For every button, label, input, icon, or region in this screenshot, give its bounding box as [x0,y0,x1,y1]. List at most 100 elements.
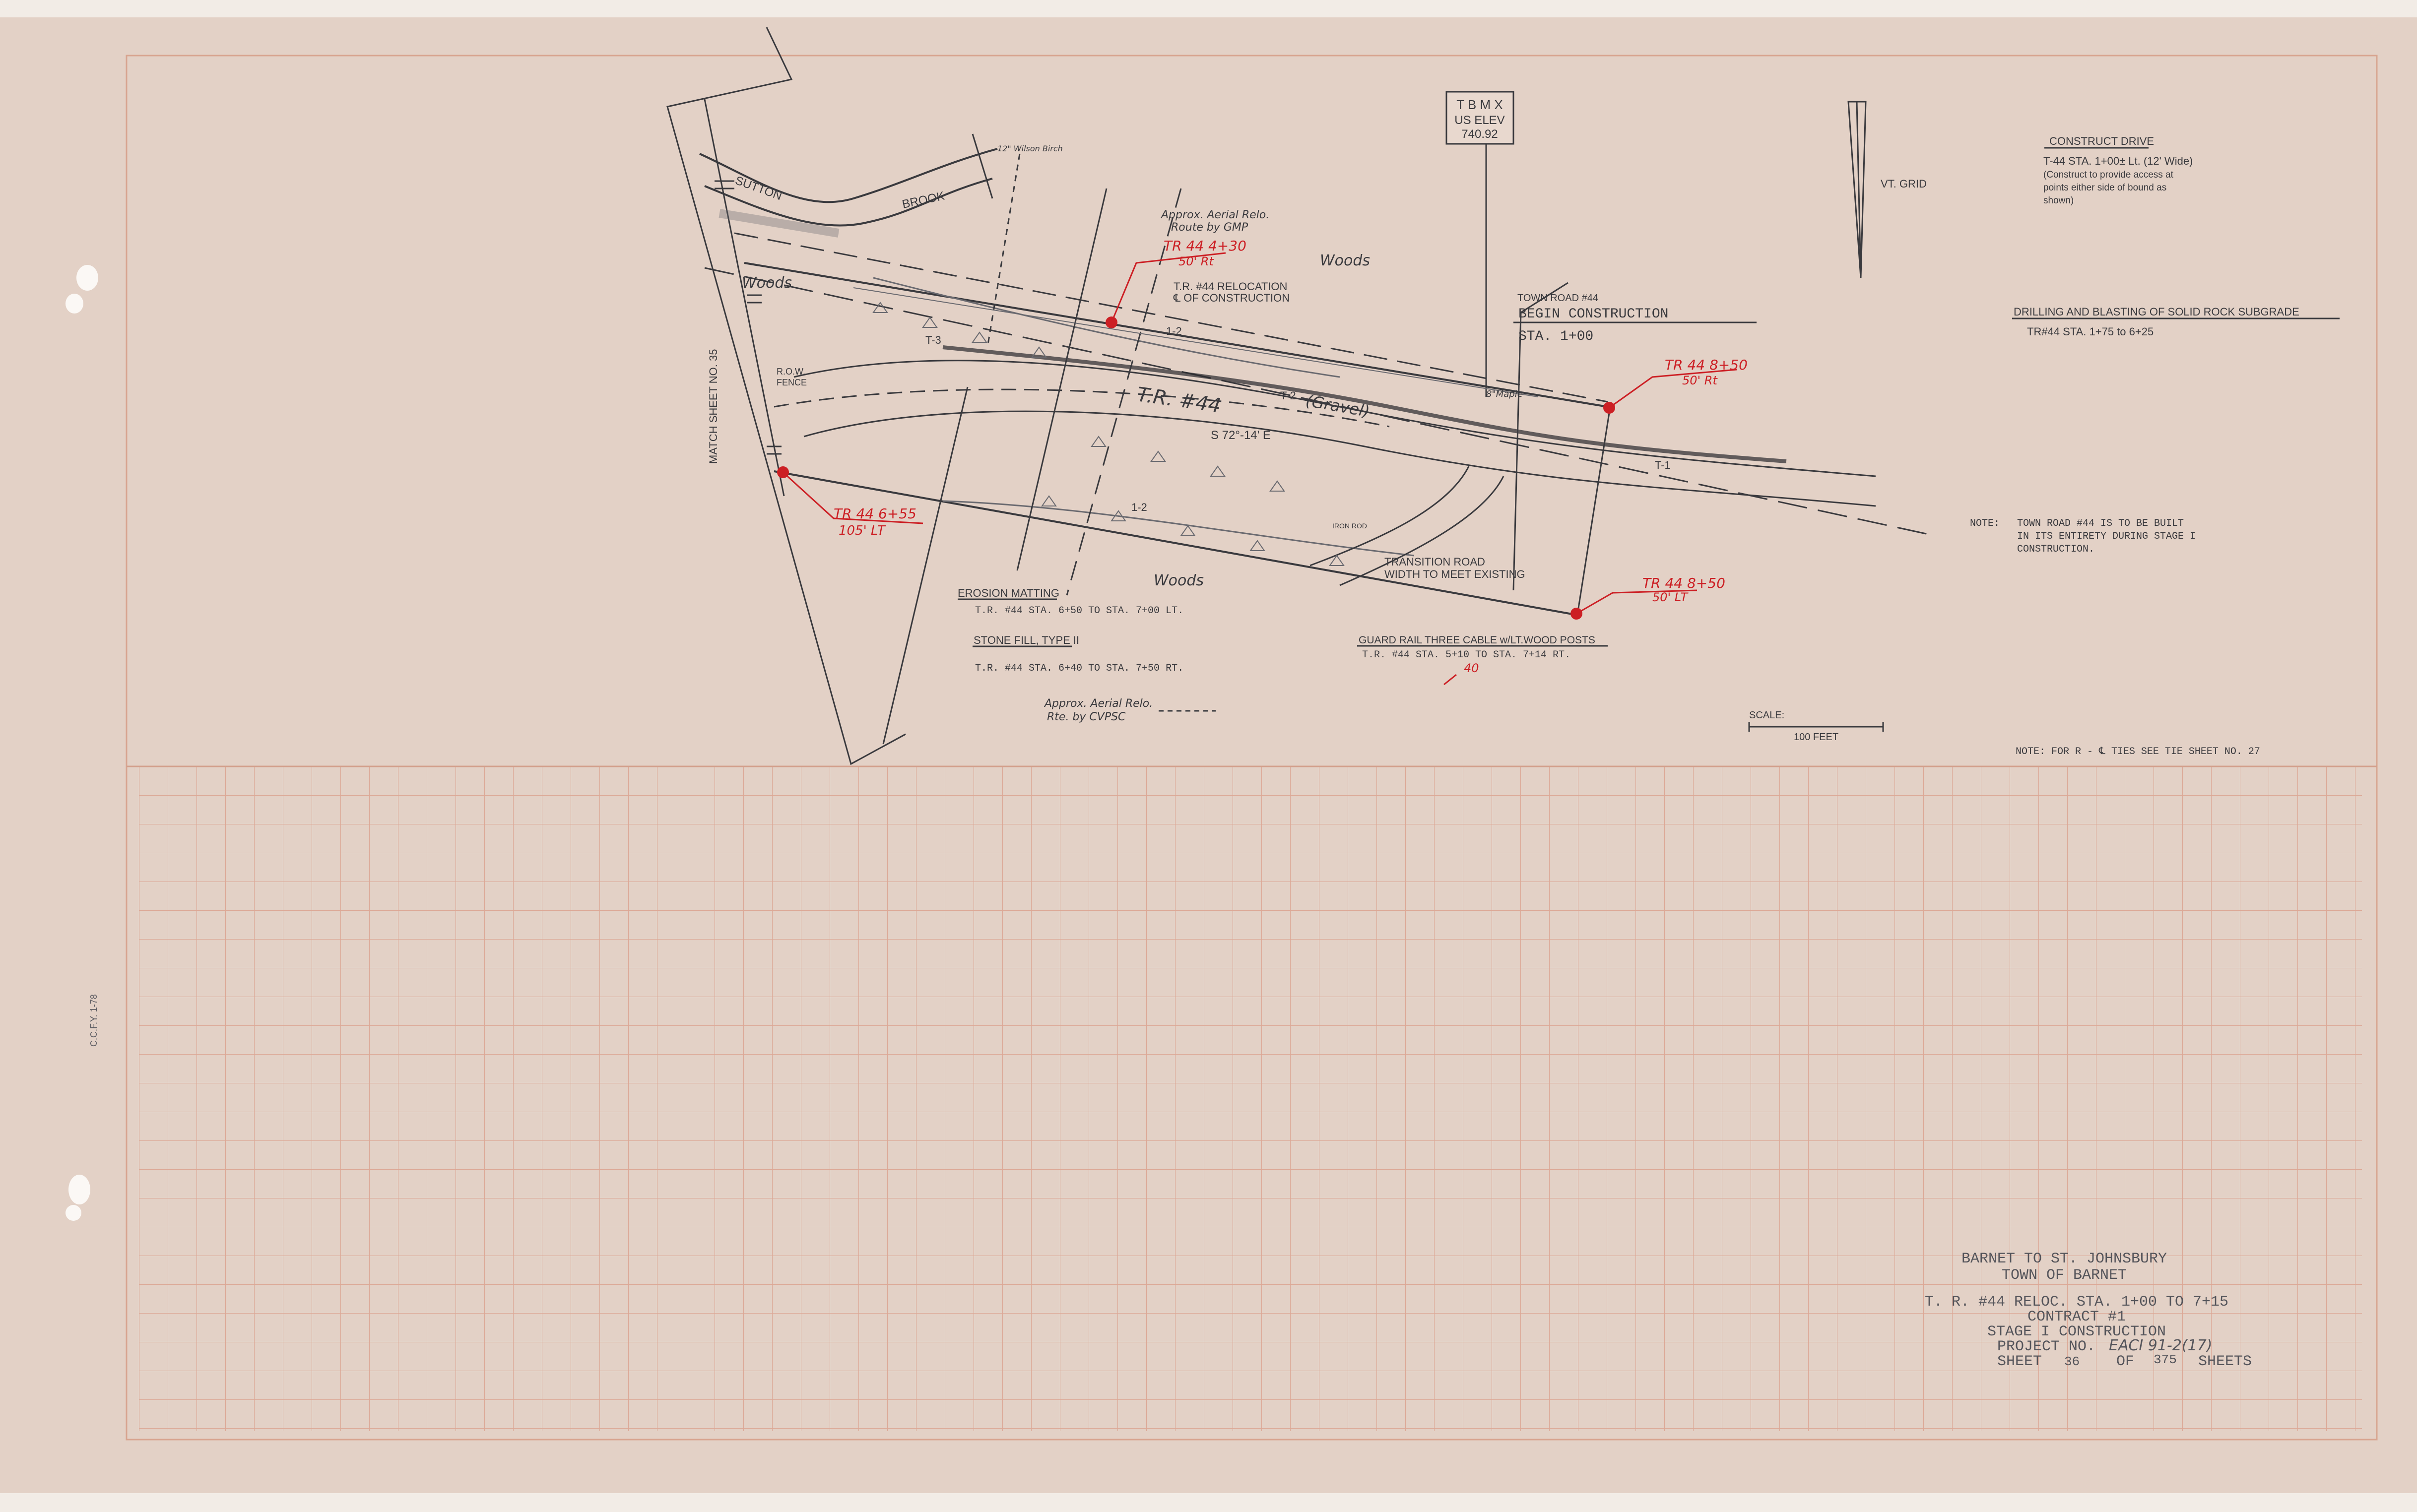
note-town-road-line1: TOWN ROAD #44 IS TO BE BUILT [2017,518,2184,529]
callout-655-label: TR 44 6+55 [834,505,916,522]
note-town-road-line3: CONSTRUCTION. [2017,544,2094,555]
underlines [958,147,2340,712]
drilling-line: TR#44 STA. 1+75 to 6+25 [2027,325,2154,338]
tbm-line1: T B M X [1456,97,1502,112]
guard-rail-line: T.R. #44 STA. 5+10 TO STA. 7+14 RT. [1362,649,1570,661]
stone-fill-title: STONE FILL, TYPE II [974,634,1079,646]
of-word: OF [2116,1353,2134,1370]
rock-edge [942,345,1787,463]
aerial-bottom-line1: Approx. Aerial Relo. [1044,697,1153,710]
grid-area [139,766,2362,1431]
wilson-birch-label: 12" Wilson Birch [997,144,1063,153]
road-edge-lower [803,410,1876,507]
chevron-row [853,287,1539,397]
match-line-left [704,99,785,497]
centerline [704,267,1936,537]
title-line4: CONTRACT #1 [2027,1309,2126,1325]
erosion-title: EROSION MATTING [958,587,1059,599]
row-fence-label-1: R.O.W. [777,367,805,377]
birch-leader [972,133,993,199]
project-prefix: PROJECT NO. [1997,1338,2095,1355]
transition-line2: WIDTH TO MEET EXISTING [1384,568,1525,580]
row-line-right [734,232,1608,403]
tbm-box [1445,91,1514,145]
sheets-word: SHEETS [2198,1353,2252,1370]
title-line2: TOWN OF BARNET [2002,1267,2127,1284]
construct-drive-title: CONSTRUCT DRIVE [2049,135,2154,147]
brook-bank-2 [704,178,993,227]
maple-label: 8"Maple [1486,389,1523,399]
callout-850lt-offset: 50' LT [1652,590,1689,604]
brook-shade [719,209,840,238]
cut-line [873,277,1340,378]
row-top [744,262,1608,408]
title-line5: STAGE I CONSTRUCTION [1987,1323,2166,1340]
binder-hole-bottom [68,1175,90,1204]
note-ties: NOTE: FOR R - ℄ TIES SEE TIE SHEET NO. 2… [2016,746,2260,757]
project-number: EACI 91-2(17) [2109,1337,2212,1354]
callout-850lt-label: TR 44 8+50 [1642,575,1725,591]
guard-rail-title: GUARD RAIL THREE CABLE w/LT.WOOD POSTS [1359,634,1595,646]
transition-line1: TRANSITION ROAD [1384,556,1485,568]
begin-line [1512,282,1568,591]
total-sheets: 375 [2154,1352,2177,1367]
guard-rail-correction: 40 [1464,661,1479,675]
sheet-word: SHEET [1997,1353,2042,1370]
aerial-line-3 [1066,188,1182,596]
red-leaders [782,252,1737,686]
sheet-border [126,55,2378,1441]
aerial-line-bottom [882,386,969,745]
transition-curve-2 [1339,476,1504,586]
t2-label: T-2 [1280,389,1296,402]
drilling-title: DRILLING AND BLASTING OF SOLID ROCK SUBG… [2014,306,2299,318]
slope-symbols [872,302,1345,566]
tbm-line2: US ELEV [1454,114,1504,127]
callout-850rt-label: TR 44 8+50 [1665,357,1748,373]
begin-construction-label: BEGIN CONSTRUCTION [1518,307,1668,322]
woods-label-left: Woods [742,274,792,292]
callout-655-offset: 105' LT [839,523,886,538]
callout-430-offset: 50' Rt [1178,254,1214,268]
match-sheet-label: MATCH SHEET NO. 35 [707,349,719,464]
t3-label: T-3 [925,334,941,346]
title-line1: BARNET TO ST. JOHNSBURY [1961,1251,2167,1267]
station-line-850 [1576,406,1611,618]
woods-label-bottom: Woods [1154,572,1204,589]
construct-drive-line1: T-44 STA. 1+00± Lt. (12' Wide) [2043,155,2193,167]
title-line3: T. R. #44 RELOC. STA. 1+00 TO 7+15 [1925,1294,2228,1311]
construct-drive-line2: (Construct to provide access at [2043,170,2174,180]
town-road-label: TOWN ROAD #44 [1517,293,1598,304]
plan-linework [666,27,1936,765]
binder-hole-top [76,265,98,291]
scale-value: 100 FEET [1794,732,1838,743]
match-line-outline [666,27,906,765]
aerial-top-line2: Route by GMP [1171,221,1248,234]
brook-bank-1 [699,148,998,203]
margin-note: C.C.F.Y. 1-78 [89,994,99,1047]
existing-road-dash [774,388,1390,428]
scale-label: SCALE: [1749,710,1784,721]
stone-fill-line: T.R. #44 STA. 6+40 TO STA. 7+50 RT. [975,663,1183,674]
aerial-bottom-line2: Rte. by CVPSC [1047,711,1126,723]
north-arrow [1847,101,1867,278]
row-fence-label-2: FENCE [777,378,807,387]
north-label: VT. GRID [1881,178,1927,190]
scale-bar [1748,722,1884,732]
callout-430-label: TR 44 4+30 [1164,238,1246,254]
road-edge-upper [793,360,1876,477]
fill-line [942,500,1415,557]
begin-station-label: STA. 1+00 [1518,329,1593,344]
tbm-line3: 740.92 [1461,127,1498,141]
aerial-top-line1: Approx. Aerial Relo. [1160,209,1269,221]
row-line-left [774,470,1578,616]
transition-curve [1309,466,1470,567]
note-town-road-line2: IN ITS ENTIRETY DURING STAGE I [2017,531,2196,542]
sheet-number: 36 [2064,1354,2080,1369]
construct-drive-line4: shown) [2043,195,2074,206]
aerial-line-top [1016,188,1108,571]
paper-edge-bottom [0,1493,2417,1512]
slope-label-a: 1-2 [1166,325,1182,337]
binder-hole-bottom-2 [65,1205,81,1221]
